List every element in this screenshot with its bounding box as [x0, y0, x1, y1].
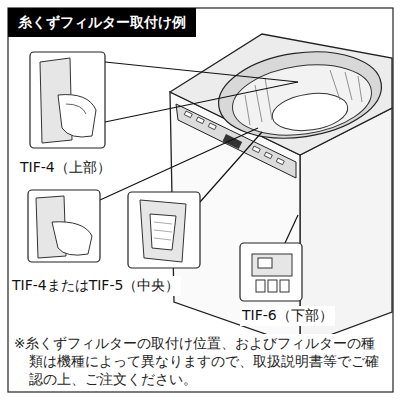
inset-frame — [28, 190, 100, 262]
title-bar: 糸くずフィルター取付け例 — [8, 8, 196, 37]
inset-frame — [128, 192, 200, 268]
filter-label-box: TIF-4またはTIF-5（中央） — [10, 276, 181, 296]
filter-label: TIF-6（下部） — [242, 307, 333, 325]
filter-label-box: TIF-4（上部） — [18, 158, 113, 178]
filter-label: TIF-4（上部） — [20, 159, 111, 177]
inset-frame — [30, 52, 105, 148]
title-text: 糸くずフィルター取付け例 — [18, 14, 186, 32]
filter-label: TIF-4またはTIF-5（中央） — [12, 277, 179, 295]
note-text: ※糸くずフィルターの取付け位置、およびフィルターの種類は機種によって異なりますの… — [14, 334, 384, 388]
filter-label-box: TIF-6（下部） — [240, 306, 335, 326]
inset-frame — [240, 243, 302, 301]
